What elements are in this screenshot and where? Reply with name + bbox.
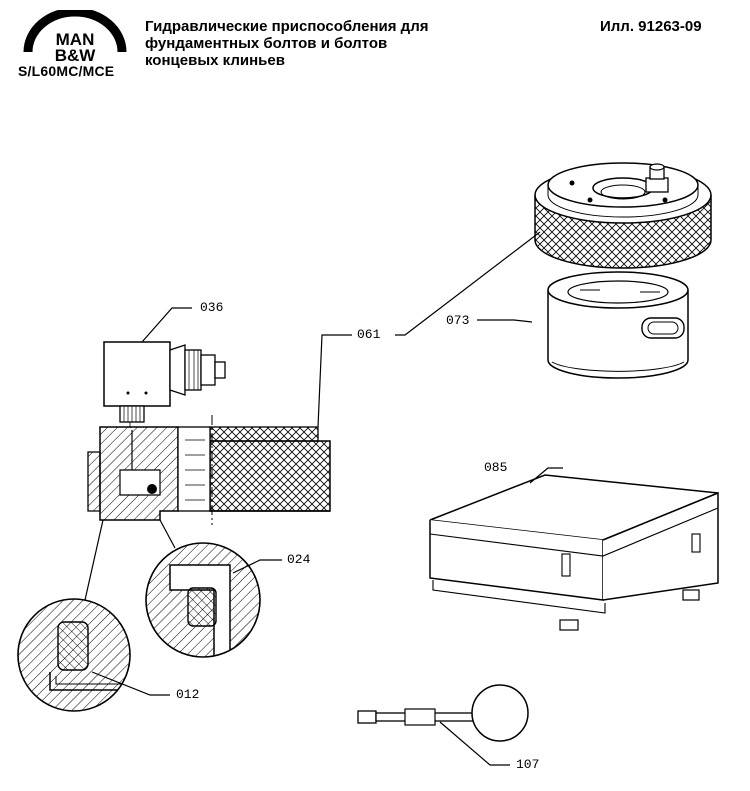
label-012: 012 [176,687,200,702]
label-085: 085 [484,460,508,475]
leader-lines [91,231,563,766]
title-line-3: концевых клиньев [145,52,285,69]
label-036: 036 [200,300,224,315]
logo-man-text: MAN [56,30,95,49]
part-036-coupling [103,341,226,423]
part-107-tommy-bar [357,684,529,742]
part-061-knurled-nut [534,162,712,269]
detail-circle-024 [145,542,261,658]
page-title: Гидравлические приспособления для фундам… [145,18,505,69]
label-073: 073 [446,313,470,328]
part-085-case [429,474,719,631]
label-107: 107 [516,757,540,772]
label-024: 024 [287,552,311,567]
illustration-reference: Илл. 91263-09 [600,18,702,35]
logo-bw-text: B&W [55,46,97,65]
title-line-2: фундаментных болтов и болтов [145,35,388,52]
engine-model: S/L60MC/MCE [18,63,115,79]
man-bw-logo: MAN B&W [23,10,127,65]
title-line-1: Гидравлические приспособления для [145,18,429,35]
detail-circle-012 [17,598,131,712]
main-assembly-section [87,350,331,525]
part-073-sleeve [547,271,689,379]
label-061: 061 [357,327,381,342]
